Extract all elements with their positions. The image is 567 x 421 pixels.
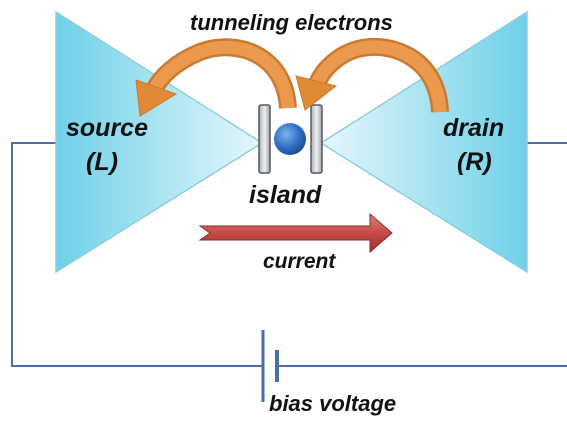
left-junction-plate [258, 104, 271, 174]
tunnel-arrow-right-icon [295, 38, 449, 113]
drain-label: drain [443, 114, 505, 142]
source-label: source [66, 114, 148, 142]
current-label: current [263, 250, 336, 273]
current-arrow-icon [198, 212, 393, 254]
circuit-wire [11, 142, 567, 367]
right-junction-plate [310, 104, 323, 174]
bias-voltage-label: bias voltage [269, 391, 397, 416]
tunneling-electrons-label: tunneling electrons [190, 10, 393, 35]
island-label: island [249, 181, 322, 209]
electron-icon [274, 123, 306, 155]
tunnel-arrow-left-icon [135, 38, 297, 117]
drain-side-label: (R) [457, 148, 492, 176]
source-side-label: (L) [86, 148, 118, 176]
battery-icon [261, 330, 279, 402]
